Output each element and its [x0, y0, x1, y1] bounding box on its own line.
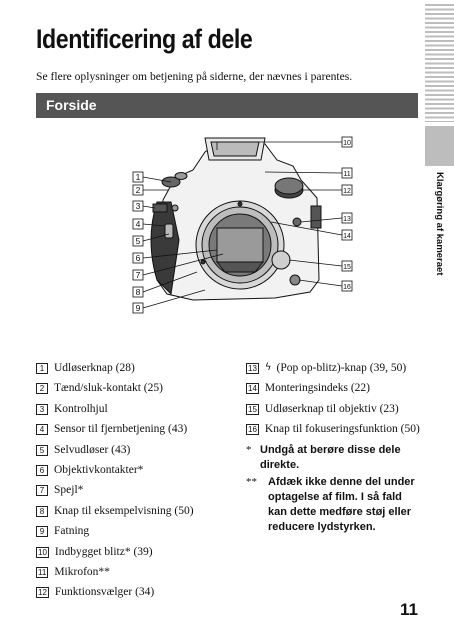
part-label: Tænd/sluk-kontakt (25) — [54, 382, 163, 395]
part-item: 16 Knap til fokuseringsfunktion (50) — [246, 422, 422, 437]
part-item: 14 Monteringsindeks (22) — [246, 378, 422, 398]
part-number: 11 — [36, 567, 49, 579]
part-item: 8 Knap til eksempelvisning (50) — [36, 501, 236, 521]
part-number: 1 — [36, 363, 48, 374]
parts-list-right: 13 ϟ (Pop op-blitz)-knap (39, 50) 14 Monteri… — [246, 358, 422, 535]
callout-3-label: 3 — [136, 201, 141, 211]
part-number: 16 — [246, 424, 259, 436]
sidebar-stripes — [425, 4, 454, 122]
part-item: 15 Udløserknap til objektiv (23) — [246, 399, 422, 419]
part-label: Spejl* — [54, 484, 84, 497]
callout-7-label: 7 — [136, 270, 141, 280]
part-label: Udløserknap (28) — [54, 362, 135, 374]
callout-6-label: 6 — [136, 253, 141, 263]
callout-10-label: 10 — [343, 140, 351, 147]
intro-text: Se flere oplysninger om betjening på sid… — [36, 70, 353, 83]
part-item: 6 Objektivkontakter* — [36, 460, 236, 480]
sidebar-tab — [425, 126, 454, 166]
part-number: 9 — [36, 526, 48, 538]
parts-list-left: 1 Udløserknap (28) 2 Tænd/sluk-kontakt (25)… — [36, 358, 236, 603]
part-label: Kontrolhjul — [54, 402, 108, 415]
page-number: 11 — [400, 600, 418, 619]
flash-icon: ϟ — [264, 362, 272, 373]
callout-12-label: 12 — [343, 188, 351, 195]
part-item: 7 Spejl* — [36, 480, 236, 500]
part-number: 12 — [36, 587, 49, 599]
part-item: 1 Udløserknap (28) — [36, 358, 236, 378]
callout-6-box — [132, 252, 144, 264]
callout-11-label: 11 — [343, 171, 350, 178]
callout-2-box — [132, 184, 144, 196]
footnote: * Undgå at berøre disse dele direkte. — [246, 443, 422, 473]
part-label: Udløserknap til objektiv (23) — [264, 402, 399, 415]
part-label: Monteringsindeks (22) — [264, 382, 370, 395]
callout-1-box — [132, 171, 144, 183]
part-label: Objektivkontakter* — [54, 464, 144, 477]
part-number: 14 — [246, 383, 259, 395]
callout-8-label: 8 — [136, 287, 141, 297]
section-title: Forside — [46, 97, 97, 113]
callout-3-box — [132, 200, 144, 212]
callout-8-box — [132, 286, 144, 298]
part-item: 10 Indbygget blitz* (39) — [36, 542, 236, 562]
part-number: 8 — [36, 505, 48, 517]
part-label: Funktionsvælger (34) — [54, 586, 155, 599]
callout-13-label: 13 — [343, 216, 351, 223]
part-number: 13 — [246, 363, 259, 374]
callout-9-label: 9 — [136, 303, 141, 313]
part-label: Fatning — [54, 525, 90, 538]
part-label: Knap til fokuseringsfunktion (50) — [264, 423, 420, 436]
part-label: Mikrofon** — [54, 566, 110, 579]
callout-2-label: 2 — [136, 185, 141, 195]
callout-11-box — [341, 167, 353, 179]
sidebar-label: Klargøring af kameraet — [434, 172, 445, 276]
callout-5-box — [132, 235, 144, 247]
callout-9-box — [132, 302, 144, 314]
callout-1-label: 1 — [136, 172, 141, 182]
part-item: 13 ϟ (Pop op-blitz)-knap (39, 50) — [246, 358, 422, 378]
callout-16-box — [341, 280, 353, 292]
part-label: Sensor til fjernbetjening (43) — [54, 423, 188, 436]
part-label: Indbygget blitz* (39) — [54, 545, 153, 558]
callout-5-label: 5 — [136, 236, 141, 246]
footnote: ** Afdæk ikke denne del under optagelse a… — [246, 475, 422, 535]
callout-16-label: 16 — [343, 284, 351, 291]
part-label: (Pop op-blitz)-knap (39, 50) — [276, 362, 407, 374]
part-label: Knap til eksempelvisning (50) — [54, 504, 194, 517]
part-number: 2 — [36, 383, 48, 395]
page-title: Identificering af dele — [36, 24, 253, 54]
callout-15-box — [341, 260, 353, 272]
callout-4-label: 4 — [136, 219, 141, 229]
footnote-text: Afdæk ikke denne del under optagelse af … — [268, 476, 415, 534]
callout-13-box — [341, 212, 353, 224]
footnote-text: Undgå at berøre disse dele direkte. — [260, 444, 401, 472]
part-item: 5 Selvudløser (43) — [36, 440, 236, 460]
part-item: 11 Mikrofon** — [36, 562, 236, 582]
part-number: 4 — [36, 424, 48, 436]
part-label: Selvudløser (43) — [54, 443, 131, 456]
callout-10-box — [341, 136, 353, 148]
part-number: 3 — [36, 403, 48, 415]
part-item: 2 Tænd/sluk-kontakt (25) — [36, 378, 236, 398]
callout-4-box — [132, 218, 144, 230]
callout-12-box — [341, 184, 353, 196]
callout-14-label: 14 — [343, 233, 351, 240]
part-item: 4 Sensor til fjernbetjening (43) — [36, 419, 236, 439]
footnote-mark: * — [246, 444, 252, 457]
part-number: 5 — [36, 444, 48, 456]
section-header: Forside — [36, 93, 418, 118]
callout-15-label: 15 — [343, 264, 351, 271]
part-number: 6 — [36, 465, 48, 477]
callout-14-box — [341, 229, 353, 241]
callout-7-box — [132, 269, 144, 281]
part-number: 15 — [246, 403, 259, 415]
part-item: 9 Fatning — [36, 521, 236, 541]
part-number: 7 — [36, 485, 48, 497]
part-number: 10 — [36, 546, 49, 558]
part-item: 12 Funktionsvælger (34) — [36, 582, 236, 602]
footnote-mark: ** — [246, 476, 257, 489]
part-item: 3 Kontrolhjul — [36, 399, 236, 419]
